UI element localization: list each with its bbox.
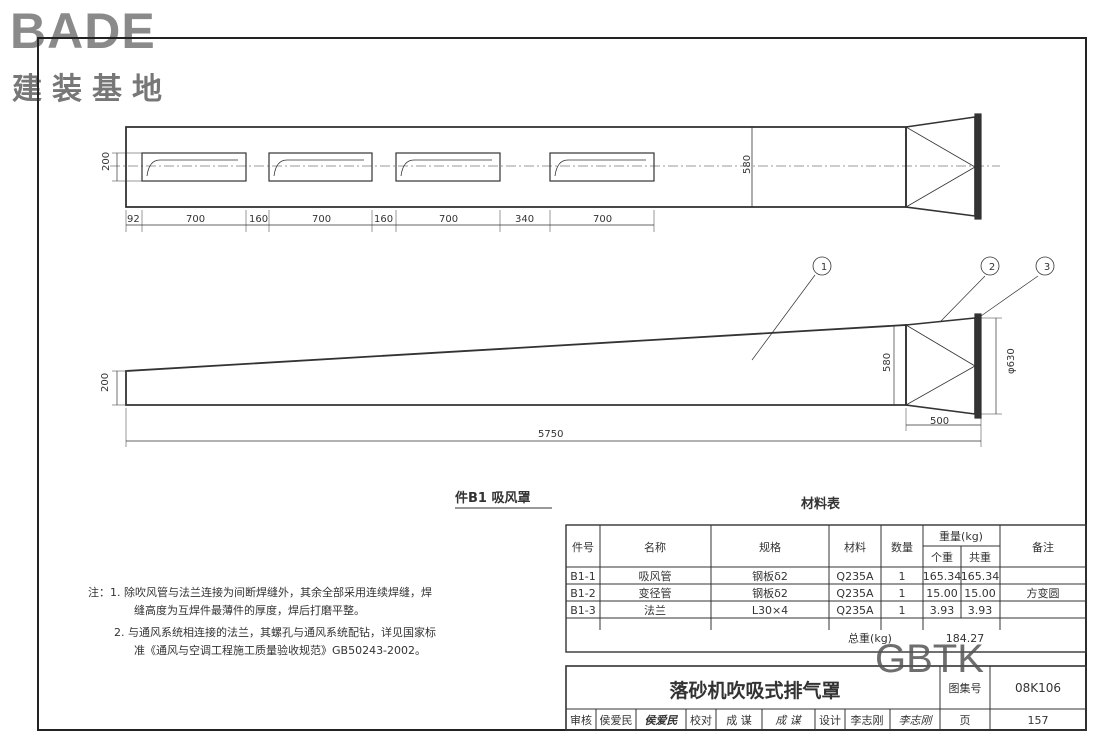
row2-name: 变径管 bbox=[639, 586, 672, 600]
row1-part-no: B1-1 bbox=[570, 570, 596, 583]
plan-dim-seg6: 700 bbox=[439, 214, 458, 225]
th-name: 名称 bbox=[644, 540, 666, 554]
part-title: 件B1 吸风罩 bbox=[455, 490, 530, 506]
row2-unit: 15.00 bbox=[926, 587, 958, 600]
row3-spec: L30×4 bbox=[752, 604, 788, 617]
row2-remark: 方变圆 bbox=[1027, 586, 1060, 600]
reviewer-signature: 侯爱民 bbox=[645, 714, 679, 727]
plan-dim-height-right: 580 bbox=[742, 155, 753, 174]
plan-dim-seg8: 700 bbox=[593, 214, 612, 225]
plan-duct bbox=[125, 126, 907, 208]
row3-unit: 3.93 bbox=[930, 604, 955, 617]
title-block bbox=[565, 665, 1087, 731]
designer-signature: 李志刚 bbox=[899, 714, 934, 727]
checker-name: 成 谋 bbox=[726, 714, 752, 727]
elev-dim-diameter: φ630 bbox=[1006, 348, 1017, 374]
th-remark: 备注 bbox=[1032, 540, 1054, 554]
callout-1: 1 bbox=[821, 262, 827, 273]
page-label: 页 bbox=[960, 714, 971, 727]
th-part-no: 件号 bbox=[572, 541, 594, 554]
plan-view bbox=[110, 113, 1000, 232]
plan-dim-height-left: 200 bbox=[101, 152, 112, 171]
materials-title: 材料表 bbox=[801, 496, 841, 512]
plan-dim-seg7: 340 bbox=[515, 214, 534, 225]
plan-dim-seg5: 160 bbox=[374, 214, 393, 225]
row3-qty: 1 bbox=[899, 604, 906, 617]
row1-material: Q235A bbox=[836, 570, 874, 583]
drawing-title: 落砂机吹吸式排气罩 bbox=[669, 679, 840, 702]
materials-table bbox=[565, 524, 1087, 653]
row2-spec: 钢板δ2 bbox=[752, 586, 788, 600]
row1-qty: 1 bbox=[899, 570, 906, 583]
row2-qty: 1 bbox=[899, 587, 906, 600]
design-label: 设计 bbox=[819, 714, 841, 727]
row2-total: 15.00 bbox=[964, 587, 996, 600]
atlas-label: 图集号 bbox=[949, 681, 982, 695]
th-material: 材料 bbox=[844, 540, 866, 554]
row3-material: Q235A bbox=[836, 604, 874, 617]
elevation-view bbox=[112, 256, 1055, 447]
row3-total: 3.93 bbox=[968, 604, 993, 617]
th-qty: 数量 bbox=[891, 541, 913, 554]
row1-spec: 钢板δ2 bbox=[752, 569, 788, 583]
total-value: 184.27 bbox=[946, 632, 985, 645]
plan-flange bbox=[974, 113, 982, 220]
note-line-3: 2. 与通风系统相连接的法兰，其螺孔与通风系统配钻，详见国家标 bbox=[114, 625, 436, 639]
total-label: 总重(kg) bbox=[848, 631, 892, 645]
logo-brand: BADE bbox=[10, 3, 156, 59]
row2-material: Q235A bbox=[836, 587, 874, 600]
note-line-1: 注：1. 除吹风管与法兰连接为间断焊缝外，其余全部采用连续焊缝，焊 bbox=[88, 585, 432, 599]
elev-dim-flange: 500 bbox=[930, 416, 949, 427]
callout-circle-2 bbox=[980, 256, 1000, 276]
row1-total: 165.34 bbox=[961, 570, 1000, 583]
elev-tapered-duct bbox=[125, 324, 907, 406]
callout-circle-1 bbox=[812, 256, 832, 276]
elev-dim-height-left: 200 bbox=[100, 373, 111, 392]
note-line-2: 缝高度为互焊件最薄件的厚度，焊后打磨平整。 bbox=[134, 603, 365, 617]
checker-signature: 成 谋 bbox=[775, 714, 802, 727]
elev-dim-height-right: 580 bbox=[882, 353, 893, 372]
check-label: 校对 bbox=[690, 713, 712, 727]
plan-slot-3 bbox=[395, 152, 501, 182]
designer-name: 李志刚 bbox=[851, 713, 884, 727]
page-number: 157 bbox=[1028, 714, 1049, 727]
row1-unit: 165.34 bbox=[923, 570, 962, 583]
row3-name: 法兰 bbox=[644, 603, 666, 617]
th-spec: 规格 bbox=[759, 540, 781, 554]
callout-3: 3 bbox=[1044, 262, 1050, 273]
row1-name: 吸风管 bbox=[639, 569, 672, 583]
plan-slot-1 bbox=[141, 152, 247, 182]
review-label: 审核 bbox=[570, 713, 592, 727]
plan-dim-seg1: 92 bbox=[127, 214, 140, 225]
elev-flange bbox=[974, 313, 982, 419]
plan-dim-seg3: 160 bbox=[249, 214, 268, 225]
row3-part-no: B1-3 bbox=[570, 604, 596, 617]
th-weight: 重量(kg) bbox=[939, 529, 983, 543]
callout-circle-3 bbox=[1035, 256, 1055, 276]
watermark: GBTK bbox=[875, 637, 984, 681]
callout-2: 2 bbox=[989, 262, 995, 273]
plan-slot-4 bbox=[549, 152, 655, 182]
th-total: 共重 bbox=[969, 550, 991, 564]
elev-dim-length: 5750 bbox=[538, 429, 563, 440]
th-unit: 个重 bbox=[931, 550, 953, 564]
sheet-frame bbox=[37, 37, 1087, 731]
atlas-number: 08K106 bbox=[1015, 681, 1061, 695]
note-line-4: 准《通风与空调工程施工质量验收规范》GB50243-2002。 bbox=[134, 643, 426, 657]
plan-slot-2 bbox=[268, 152, 373, 182]
row2-part-no: B1-2 bbox=[570, 587, 596, 600]
plan-dim-seg2: 700 bbox=[186, 214, 205, 225]
reviewer-name: 侯爱民 bbox=[600, 713, 633, 727]
plan-dim-seg4: 700 bbox=[312, 214, 331, 225]
